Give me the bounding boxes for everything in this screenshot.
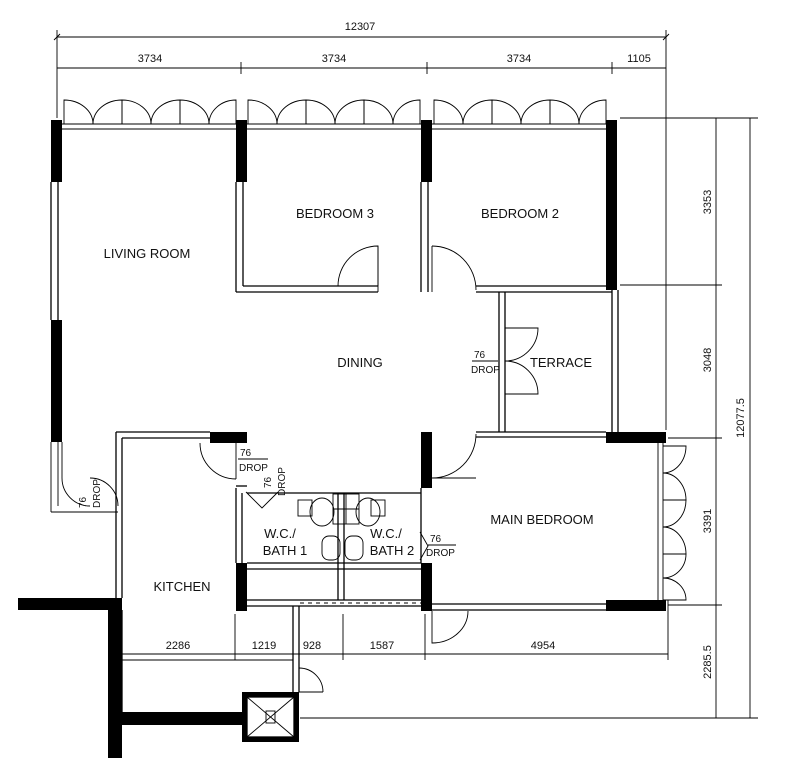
- label-kitchen: KITCHEN: [153, 579, 210, 594]
- label-terrace: TERRACE: [530, 355, 592, 370]
- dim-total-height: 12077.5: [735, 398, 747, 438]
- drop-annotation-balcony: 76 DROP: [78, 479, 103, 508]
- top-dimension-lines: [53, 30, 670, 430]
- dim-bottom-1: 2286: [166, 640, 190, 652]
- svg-text:DROP: DROP: [471, 365, 500, 376]
- dim-bottom-4: 1587: [370, 640, 394, 652]
- label-bedroom-3: BEDROOM 3: [296, 206, 374, 221]
- drop-annotation-kitchen: 76 DROP: [238, 448, 268, 474]
- doors: [50, 245, 539, 693]
- svg-text:DROP: DROP: [92, 479, 103, 508]
- dim-top-1: 3734: [138, 53, 162, 65]
- bath-fixtures: [246, 493, 421, 738]
- dim-right-2: 3048: [702, 348, 714, 372]
- label-wc-bath-2-line2: BATH 2: [370, 543, 415, 558]
- dim-right-3: 3391: [702, 509, 714, 533]
- drop-annotation-bath-2: 76 DROP: [426, 534, 456, 559]
- top-windows: [57, 99, 612, 130]
- structural-walls: [18, 120, 666, 758]
- label-main-bedroom: MAIN BEDROOM: [490, 512, 593, 527]
- dim-bottom-3: 928: [303, 640, 321, 652]
- dim-top-2: 3734: [322, 53, 346, 65]
- label-living-room: LIVING ROOM: [104, 246, 191, 261]
- label-wc-bath-1-line1: W.C./: [264, 526, 296, 541]
- dim-right-1: 3353: [702, 190, 714, 214]
- svg-text:76: 76: [474, 350, 486, 361]
- dim-top-3: 3734: [507, 53, 531, 65]
- right-windows: [657, 440, 687, 601]
- dim-total-width: 12307: [345, 21, 376, 33]
- label-wc-bath-1-line2: BATH 1: [263, 543, 308, 558]
- label-dining: DINING: [337, 355, 383, 370]
- label-wc-bath-2-line1: W.C./: [370, 526, 402, 541]
- svg-text:76: 76: [78, 496, 89, 508]
- svg-text:76: 76: [263, 476, 274, 488]
- right-dimension-lines: [300, 117, 758, 719]
- svg-text:DROP: DROP: [426, 548, 455, 559]
- svg-text:76: 76: [240, 448, 252, 459]
- dim-right-4: 2285.5: [702, 645, 714, 679]
- svg-text:DROP: DROP: [277, 467, 288, 496]
- dim-bottom-2: 1219: [252, 640, 276, 652]
- partition-walls: [50, 182, 619, 712]
- svg-text:DROP: DROP: [239, 463, 268, 474]
- svg-text:76: 76: [430, 534, 442, 545]
- drop-annotation-bath-vertical-1: 76 DROP: [263, 467, 288, 496]
- dim-top-4: 1105: [627, 53, 651, 65]
- label-bedroom-2: BEDROOM 2: [481, 206, 559, 221]
- drop-annotation-terrace: 76 DROP: [471, 350, 500, 376]
- dim-bottom-5: 4954: [531, 640, 555, 652]
